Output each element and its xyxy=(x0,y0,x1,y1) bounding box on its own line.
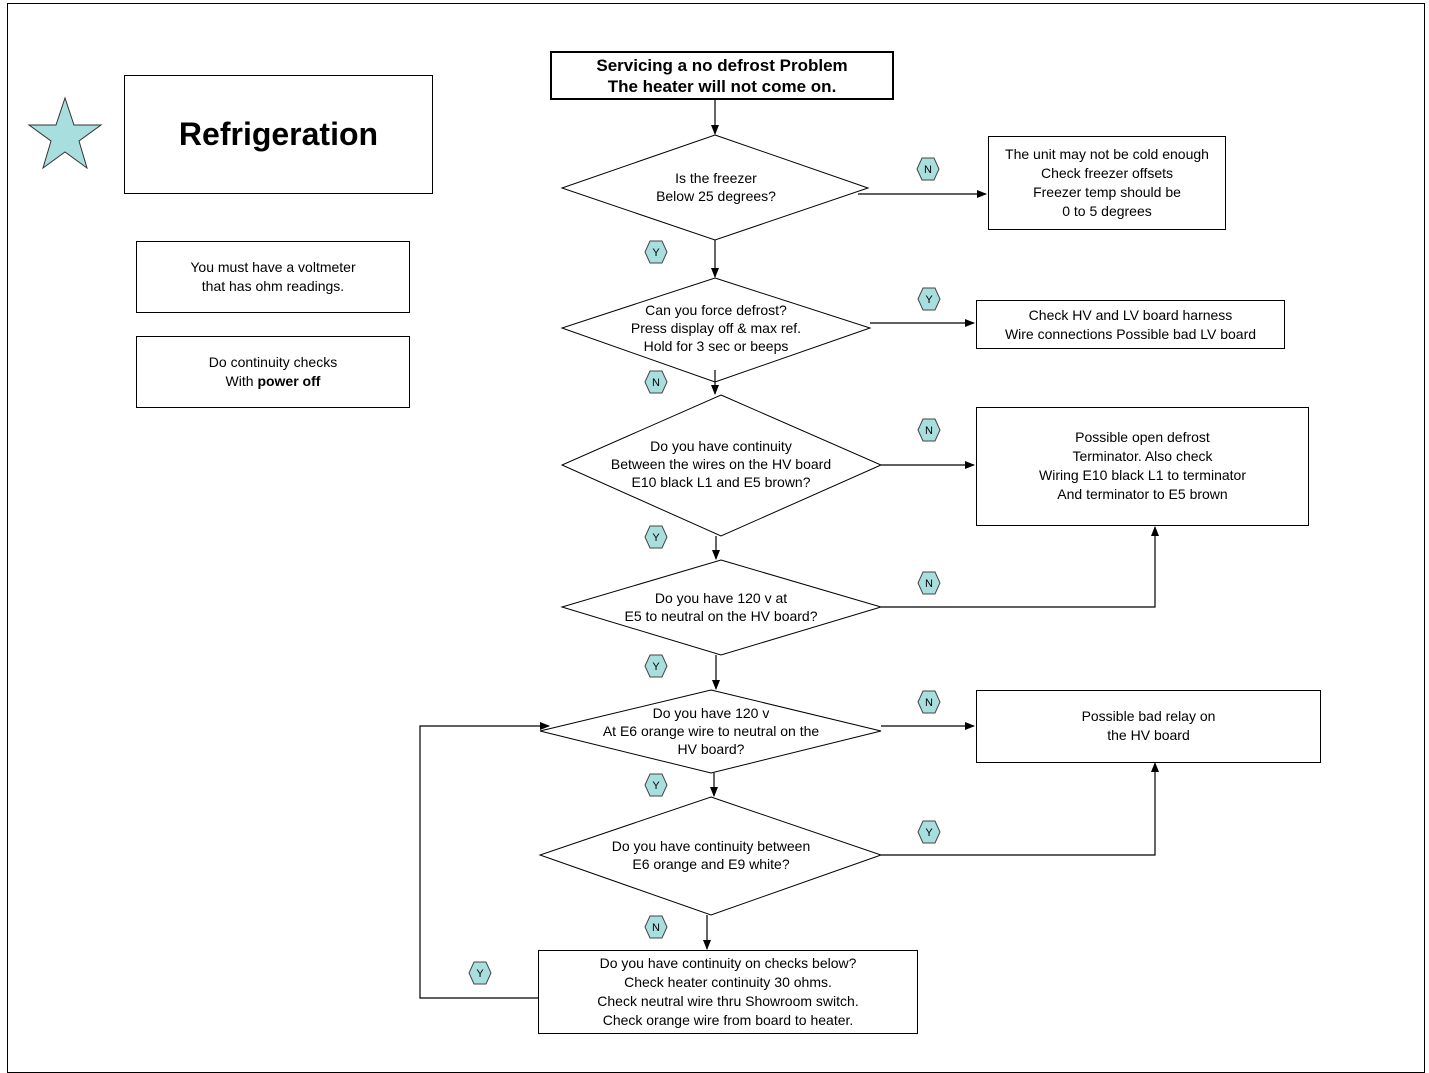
decision-badge-yes: Y xyxy=(644,654,668,678)
final-check-line-1: Do you have continuity on checks below? xyxy=(599,955,857,971)
final-check-line-2: Check heater continuity 30 ohms. xyxy=(624,974,832,990)
outcome-1-line-3: Freezer temp should be xyxy=(1033,184,1181,200)
decision-1-line-1: Is the freezer xyxy=(675,170,757,186)
start-line-2: The heater will not come on. xyxy=(607,76,837,96)
decision-120v-e5 xyxy=(560,559,883,656)
decision-badge-label: N xyxy=(652,377,660,389)
continuity-note-line-2: With power off xyxy=(226,372,321,391)
decision-3-line-2: Between the wires on the HV board xyxy=(610,456,832,472)
decision-1-text: Is the freezer Below 25 degrees? xyxy=(656,169,776,205)
decision-badge-yes: Y xyxy=(917,820,941,844)
outcome-1-line-1: The unit may not be cold enough xyxy=(1005,146,1209,162)
decision-badges: N Y Y N N Y N Y N Y Y N Y xyxy=(468,157,941,985)
decision-badge-label: N xyxy=(652,922,660,934)
decision-badge-no: N xyxy=(917,571,941,595)
decision-badge-label: N xyxy=(924,164,932,176)
outcome-3-line-3: Wiring E10 black L1 to terminator xyxy=(1039,467,1246,483)
continuity-note-prefix: With xyxy=(225,373,258,389)
decision-3-text: Do you have continuity Between the wires… xyxy=(611,437,831,491)
decision-3-line-1: Do you have continuity xyxy=(650,438,792,454)
decision-badge-label: Y xyxy=(925,294,933,306)
outcome-2-line-2: Wire connections Possible bad LV board xyxy=(1004,325,1257,342)
brand-title: Refrigeration xyxy=(178,116,379,152)
decision-badge-label: Y xyxy=(925,827,933,839)
decision-badge-yes: Y xyxy=(917,287,941,311)
decision-badge-yes: Y xyxy=(468,961,492,985)
flow-connectors xyxy=(419,100,1159,999)
decision-5-line-1: Do you have 120 v xyxy=(652,705,770,721)
decision-badge-yes: Y xyxy=(644,773,668,797)
outcome-3-line-1: Possible open defrost xyxy=(1075,429,1210,445)
voltmeter-note: You must have a voltmeter that has ohm r… xyxy=(136,241,410,313)
decision-6-text: Do you have continuity between E6 orange… xyxy=(612,837,810,873)
continuity-note-bold: power off xyxy=(257,373,321,389)
outcome-4-line-1: Possible bad relay on xyxy=(1081,708,1216,724)
decision-badge-yes: Y xyxy=(644,240,668,264)
decision-badge-label: N xyxy=(925,578,933,590)
final-check-line-4: Check orange wire from board to heater. xyxy=(602,1012,854,1028)
decision-continuity-e6-e9 xyxy=(538,796,883,916)
decision-5-text: Do you have 120 v At E6 orange wire to n… xyxy=(603,704,819,758)
decision-4-line-2: E5 to neutral on the HV board? xyxy=(624,608,818,624)
decision-badge-label: Y xyxy=(652,780,660,792)
decision-2-line-1: Can you force defrost? xyxy=(645,302,787,318)
decision-badge-label: N xyxy=(925,697,933,709)
decision-badge-no: N xyxy=(916,157,940,181)
outcome-check-harness: Check HV and LV board harness Wire conne… xyxy=(976,300,1285,349)
decision-badge-no: N xyxy=(917,690,941,714)
continuity-note: Do continuity checks With power off xyxy=(136,336,410,408)
voltmeter-note-line-1: You must have a voltmeter xyxy=(190,259,356,275)
final-check-box: Do you have continuity on checks below? … xyxy=(538,950,918,1034)
decision-5-line-2: At E6 orange wire to neutral on the xyxy=(602,723,820,739)
brand-title-box: Refrigeration xyxy=(124,75,433,194)
decision-badge-no: N xyxy=(917,418,941,442)
decision-badge-label: Y xyxy=(652,247,660,259)
start-line-1: Servicing a no defrost Problem xyxy=(596,55,848,75)
decision-2-text: Can you force defrost? Press display off… xyxy=(631,301,801,355)
decision-2-line-3: Hold for 3 sec or beeps xyxy=(643,338,789,354)
decision-badge-yes: Y xyxy=(644,525,668,549)
decision-6-line-1: Do you have continuity between xyxy=(611,838,811,854)
outcome-bad-relay: Possible bad relay on the HV board xyxy=(976,690,1321,763)
outcome-not-cold-enough: The unit may not be cold enough Check fr… xyxy=(988,136,1226,230)
decision-badge-label: N xyxy=(925,425,933,437)
outcome-1-line-4: 0 to 5 degrees xyxy=(1062,203,1152,219)
decision-1-line-2: Below 25 degrees? xyxy=(656,188,776,204)
decision-4-line-1: Do you have 120 v at xyxy=(654,590,788,606)
start-box: Servicing a no defrost Problem The heate… xyxy=(550,51,894,100)
continuity-note-line-1: Do continuity checks xyxy=(208,354,338,370)
decision-4-text: Do you have 120 v at E5 to neutral on th… xyxy=(624,589,817,625)
outcome-open-terminator: Possible open defrost Terminator. Also c… xyxy=(976,407,1309,526)
outcome-3-line-2: Terminator. Also check xyxy=(1072,448,1213,464)
decision-continuity-e10-e5 xyxy=(560,394,883,537)
decision-6-line-2: E6 orange and E9 white? xyxy=(632,856,790,872)
outcome-1-line-2: Check freezer offsets xyxy=(1040,165,1174,181)
decision-badge-label: Y xyxy=(652,532,660,544)
decision-badge-no: N xyxy=(644,370,668,394)
outcome-3-line-4: And terminator to E5 brown xyxy=(1057,486,1228,502)
decision-120v-e6 xyxy=(539,689,882,774)
final-check-line-3: Check neutral wire thru Showroom switch. xyxy=(597,993,859,1009)
outcome-4-line-2: the HV board xyxy=(1107,727,1190,743)
decision-2-line-2: Press display off & max ref. xyxy=(630,320,802,336)
outcome-2-line-1: Check HV and LV board harness xyxy=(1028,306,1233,323)
decision-badge-label: Y xyxy=(476,968,484,980)
decision-5-line-3: HV board? xyxy=(677,741,745,757)
decision-badge-no: N xyxy=(644,915,668,939)
decision-3-line-3: E10 black L1 and E5 brown? xyxy=(631,474,811,490)
star-icon xyxy=(27,96,103,170)
decision-badge-label: Y xyxy=(652,661,660,673)
voltmeter-note-line-2: that has ohm readings. xyxy=(201,278,345,294)
